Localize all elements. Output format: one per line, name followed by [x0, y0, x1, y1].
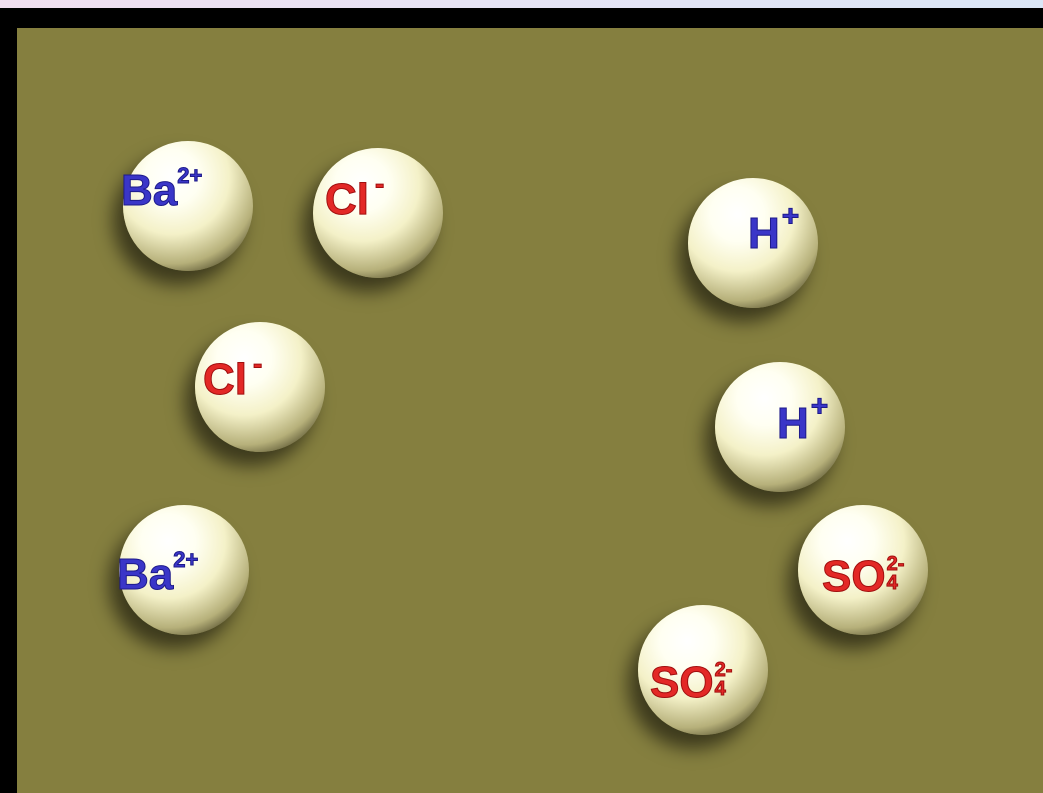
- hydrogen-ion-sphere: H+: [688, 178, 818, 308]
- ion-symbol: Ba: [117, 550, 173, 599]
- ion-subscript: 4: [715, 680, 733, 699]
- solution-stage: Ba2+ Cl- H+ Cl- H+: [17, 28, 1043, 793]
- barium-ion-sphere: Ba2+: [123, 141, 253, 271]
- hydrogen-ion-label: H+: [748, 212, 799, 256]
- ion-charge: -: [375, 168, 384, 199]
- chloride-ion-label: Cl-: [203, 358, 262, 402]
- ion-subscript: 4: [887, 574, 905, 593]
- ion-symbol: Ba: [121, 166, 177, 215]
- ion-symbol: H: [748, 209, 780, 258]
- ion-charge: 2+: [177, 163, 202, 188]
- ion-symbol: H: [777, 399, 809, 448]
- ion-charge: +: [811, 390, 829, 423]
- ion-charge: -: [253, 348, 262, 379]
- chloride-ion-label: Cl-: [325, 178, 384, 222]
- chloride-ion-sphere: Cl-: [195, 322, 325, 452]
- barium-ion-label: Ba2+: [117, 553, 198, 597]
- ion-symbol: SO: [650, 658, 714, 707]
- hydrogen-ion-label: H+: [777, 402, 828, 446]
- ion-symbol: Cl: [325, 175, 369, 224]
- ion-symbol: Cl: [203, 355, 247, 404]
- hydrogen-ion-sphere: H+: [715, 362, 845, 492]
- barium-ion-label: Ba2+: [121, 169, 202, 213]
- ion-charge: 2+: [173, 547, 198, 572]
- ion-charge: +: [782, 200, 800, 233]
- slide-frame: Ba2+ Cl- H+ Cl- H+: [0, 8, 1043, 793]
- barium-ion-sphere: Ba2+: [119, 505, 249, 635]
- chloride-ion-sphere: Cl-: [313, 148, 443, 278]
- ion-symbol: SO: [822, 552, 886, 601]
